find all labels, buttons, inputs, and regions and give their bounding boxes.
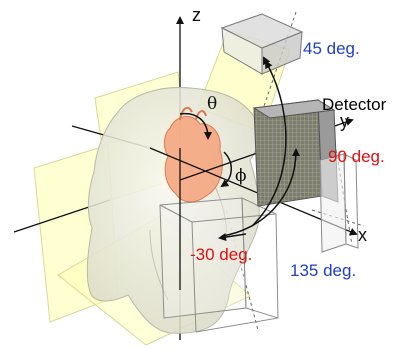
angle-label-minus30: -30 deg. [190, 246, 252, 263]
phi-label: ϕ [235, 168, 247, 185]
theta-label: θ [207, 96, 217, 113]
z-axis-label: z [192, 6, 201, 24]
detector-side [320, 154, 358, 252]
angle-label-90: 90 deg. [328, 148, 385, 165]
x-axis-label: x [358, 226, 367, 244]
y-axis-label: y [340, 112, 349, 130]
angle-label-135: 135 deg. [290, 262, 356, 279]
detector-label: Detector [322, 96, 386, 113]
angle-label-45: 45 deg. [303, 40, 360, 57]
